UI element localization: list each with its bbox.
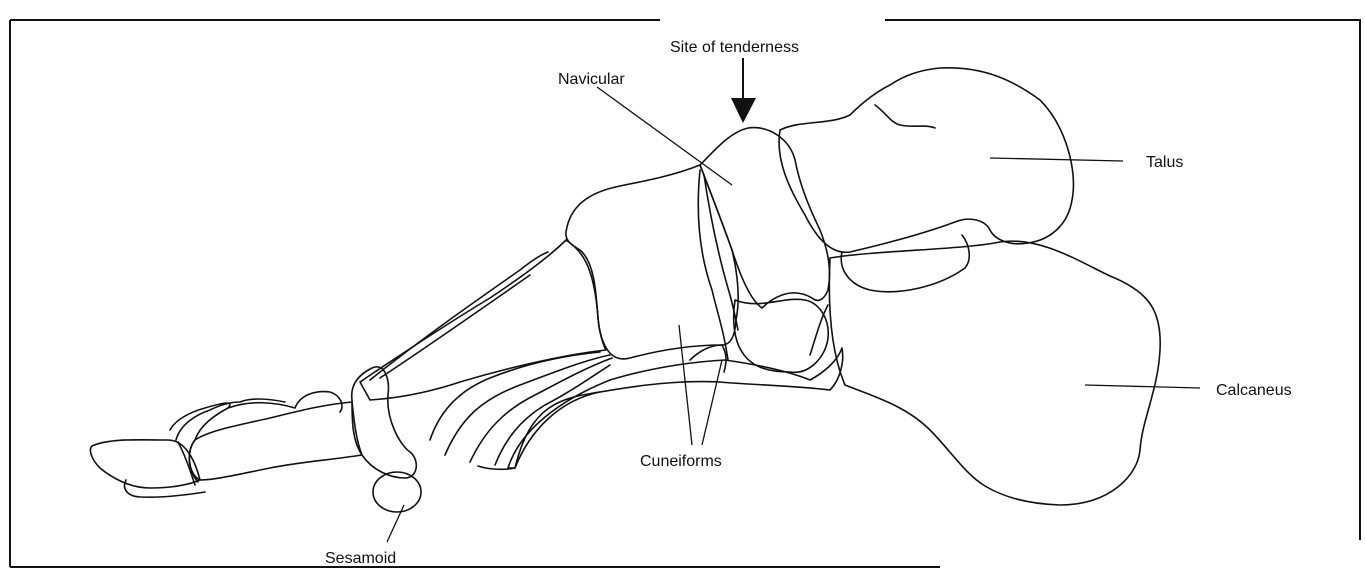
- label-site-of-tenderness: Site of tenderness: [670, 39, 799, 56]
- cuneiform-leader-1: [679, 325, 692, 445]
- phalanx-joint-line: [178, 442, 195, 485]
- talus-leader: [990, 158, 1123, 161]
- label-sesamoid: Sesamoid: [325, 550, 396, 567]
- fifth-metatarsal-base: [508, 348, 843, 468]
- proximal-phalanx-bone: [189, 402, 362, 480]
- arrow-head-icon: [731, 98, 756, 123]
- third-metatarsal-bone: [380, 275, 530, 378]
- foot-bones: [90, 68, 1160, 512]
- second-metatarsal-bone: [370, 252, 548, 380]
- cuboid-bone: [734, 299, 829, 372]
- navicular-leader: [597, 87, 732, 185]
- distal-phalanx-bone: [90, 440, 200, 488]
- label-navicular: Navicular: [558, 71, 625, 88]
- label-cuneiforms: Cuneiforms: [640, 453, 722, 470]
- lateral-plantar-edge: [478, 392, 600, 469]
- calcaneus-bone: [829, 241, 1160, 505]
- first-metatarsal-bone: [360, 240, 606, 400]
- talus-lower-facet: [841, 235, 969, 292]
- labels: Site of tenderness Navicular Talus Calca…: [325, 39, 1292, 567]
- talus-bone: [779, 68, 1073, 253]
- figure-frame: [10, 20, 1360, 567]
- tenderness-arrow: [731, 58, 756, 123]
- cuneiform-leader-2: [702, 360, 722, 445]
- calcaneus-leader: [1085, 385, 1200, 388]
- label-calcaneus: Calcaneus: [1216, 382, 1292, 399]
- label-talus: Talus: [1146, 154, 1183, 171]
- talus-neck-notch: [875, 105, 935, 128]
- medial-cuneiform-bone: [566, 165, 738, 359]
